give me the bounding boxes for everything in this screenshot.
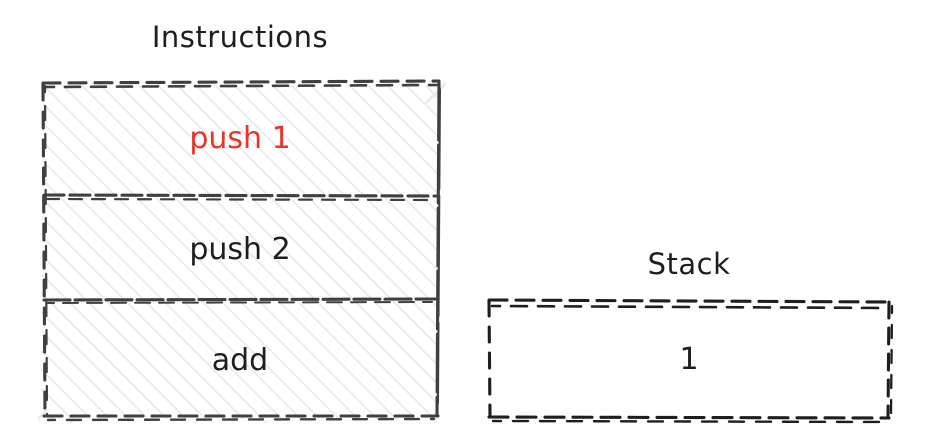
stack-row[interactable]: 1 xyxy=(488,300,890,418)
stack-value-label: 1 xyxy=(679,341,699,377)
instructions-panel-title: Instructions xyxy=(151,20,329,54)
stack-panel: 1 xyxy=(487,298,894,424)
instruction-label: push 2 xyxy=(189,232,291,267)
stack-row-list: 1 xyxy=(488,300,890,418)
instructions-row-list: push 1 push 2 add xyxy=(42,83,438,416)
instructions-panel: push 1 push 2 add xyxy=(38,79,446,423)
stack-panel-title: Stack xyxy=(647,247,731,281)
instruction-row[interactable]: push 1 xyxy=(42,83,438,194)
instruction-label: add xyxy=(211,343,269,378)
instruction-row[interactable]: add xyxy=(42,305,438,416)
instruction-row[interactable]: push 2 xyxy=(42,194,438,305)
instruction-label: push 1 xyxy=(189,121,291,156)
